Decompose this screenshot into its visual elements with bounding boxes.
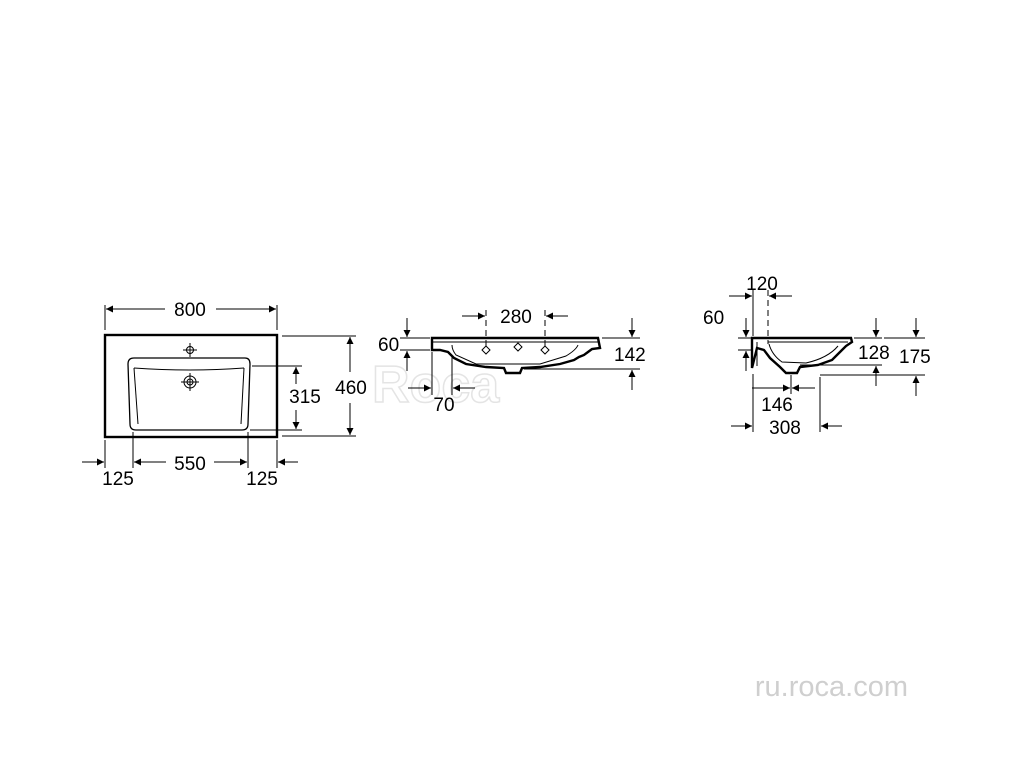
- dim-side-rim-height: 60: [703, 308, 724, 329]
- dim-side-overall-depth: 308: [769, 418, 801, 439]
- top-view: 800 460 315 125 550 125: [82, 300, 367, 490]
- dim-bowl-width: 550: [174, 454, 206, 475]
- dim-right-offset: 125: [246, 469, 278, 490]
- dim-rim-depth: 120: [746, 274, 778, 295]
- basin-section: [750, 336, 854, 375]
- front-view: 280 60 142 70: [378, 307, 646, 416]
- bowl-outline: [127, 357, 251, 431]
- basin-profile: [430, 336, 602, 375]
- dim-total-height: 142: [614, 345, 646, 366]
- dim-bowl-depth: 315: [289, 387, 321, 408]
- tap-hole-icon: [513, 342, 523, 352]
- dim-overall-depth: 460: [335, 378, 367, 399]
- website-url: ru.roca.com: [755, 671, 908, 703]
- dim-edge-offset: 70: [433, 395, 454, 416]
- tap-hole-icon: [540, 345, 550, 355]
- basin-outline: [103, 333, 279, 439]
- dim-drain-offset: 146: [761, 395, 793, 416]
- dim-bowl-height: 128: [858, 343, 890, 364]
- dim-overall-width: 800: [174, 300, 206, 321]
- tap-hole-icon: [481, 345, 491, 355]
- dim-side-total-height: 175: [899, 347, 931, 368]
- side-view: 120 60 128 175 146 308: [703, 274, 931, 439]
- dim-rim-height: 60: [378, 335, 399, 356]
- dim-left-offset: 125: [102, 469, 134, 490]
- dim-tap-holes-spacing: 280: [500, 307, 532, 328]
